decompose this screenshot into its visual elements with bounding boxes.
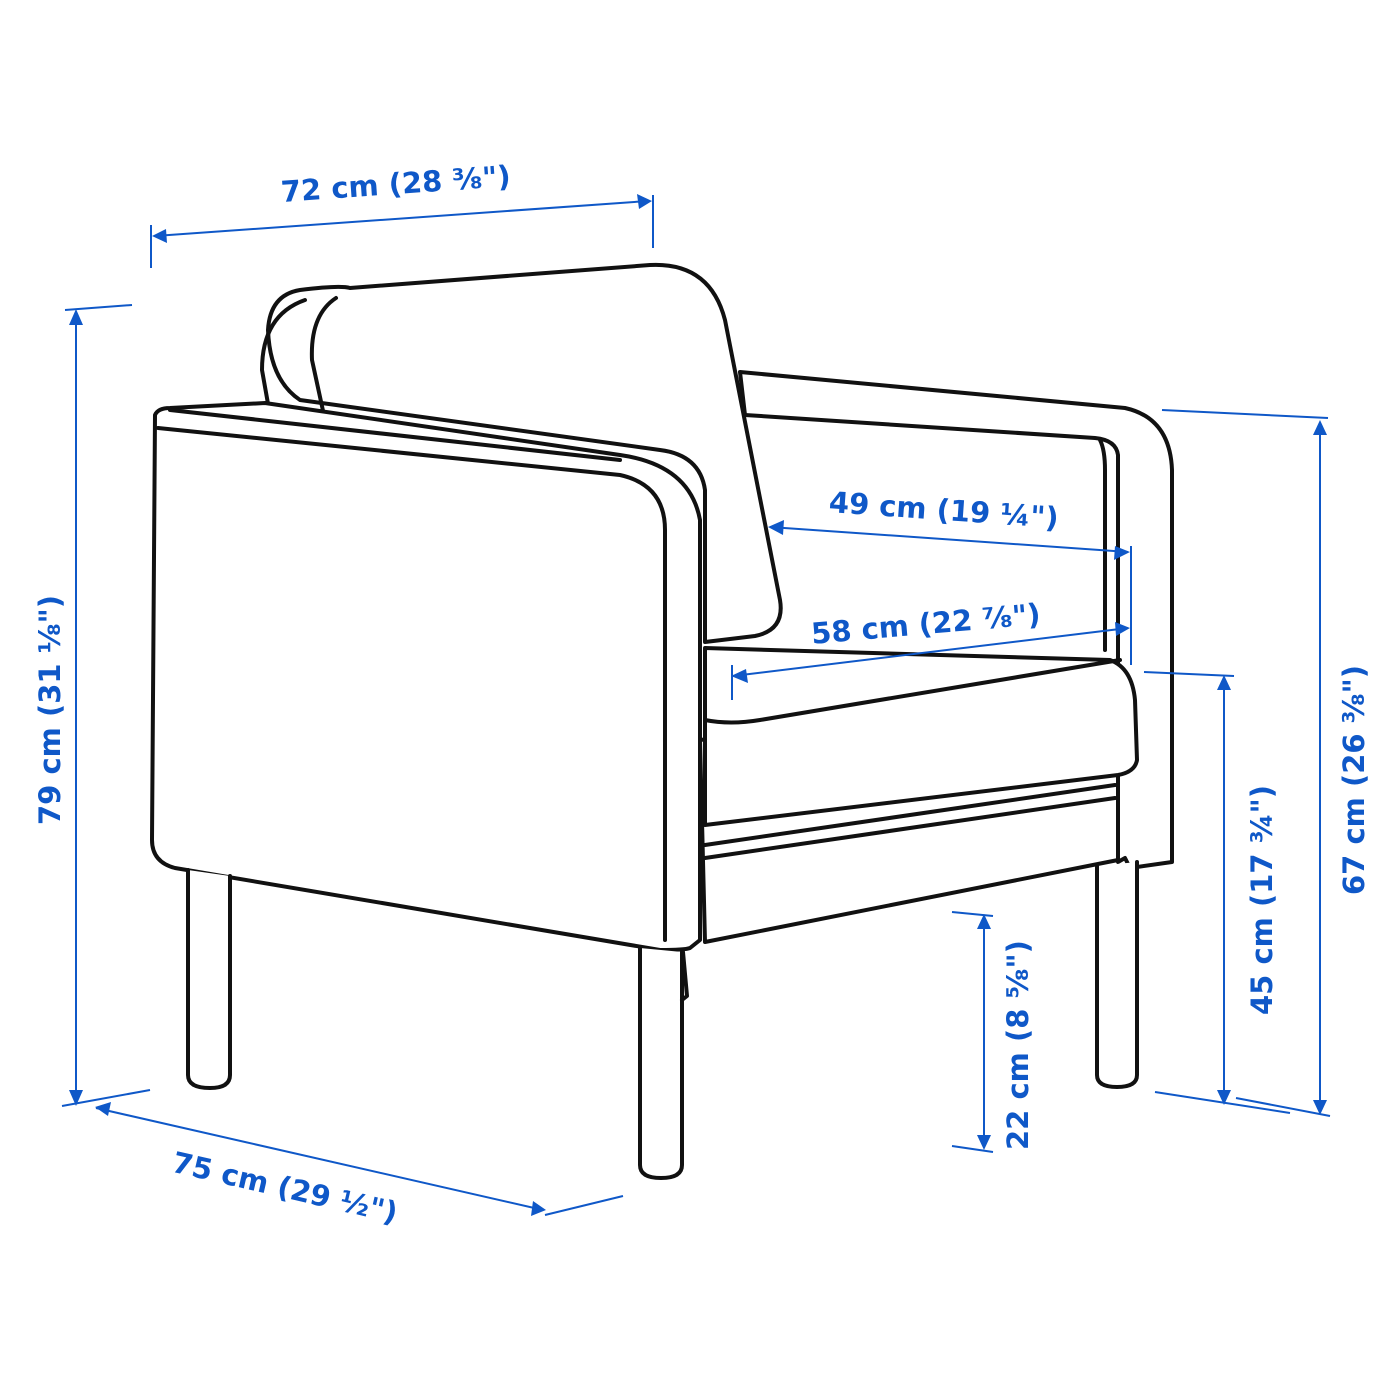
height-label: 79 cm (31 ⅛") [33,594,67,825]
leg-front-right [638,946,684,1180]
leg-back-right [1095,860,1139,1089]
leg-front-left [186,868,232,1090]
seat-cushion [703,646,1139,827]
armchair-drawing [150,262,1174,1180]
free-height-label: 22 cm (8 ⅝") [1001,940,1035,1150]
seat-height-label: 45 cm (17 ¾") [1245,784,1279,1015]
dimension-lines [61,194,1331,1216]
armrest-height-label: 67 cm (26 ⅜") [1337,664,1371,895]
left-armrest-panel [150,401,702,952]
